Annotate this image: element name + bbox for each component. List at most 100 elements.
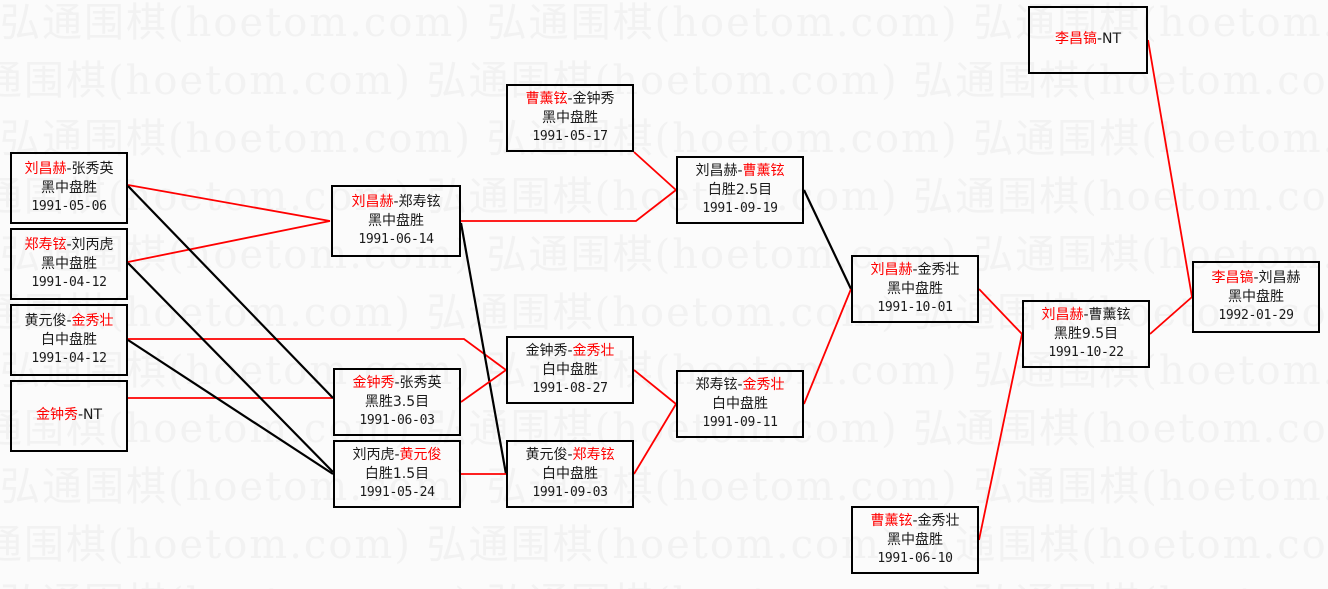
match-players: 金钟秀-NT <box>36 406 102 425</box>
match-result: 白胜2.5目 <box>707 182 773 199</box>
player-left: 黄元俊 <box>24 312 67 329</box>
player-right: 张秀英 <box>399 374 442 391</box>
player-right: 金钟秀 <box>572 90 615 107</box>
player-left: 李昌镐 <box>1054 31 1097 48</box>
match-box[interactable]: 李昌镐-NT <box>1028 6 1148 74</box>
player-right: 刘丙虎 <box>71 236 114 253</box>
match-date: 1991-05-17 <box>532 129 608 145</box>
match-date: 1991-06-10 <box>877 551 953 567</box>
player-left: 刘丙虎 <box>352 446 395 463</box>
match-players: 金钟秀-金秀壮 <box>525 342 614 361</box>
player-right: 郑寿铉 <box>398 193 441 210</box>
player-right: 郑寿铉 <box>572 446 615 463</box>
player-separator: - <box>567 90 573 107</box>
match-result: 白中盘胜 <box>712 396 768 413</box>
match-result: 白中盘胜 <box>542 466 598 483</box>
player-right: 刘昌赫 <box>1258 269 1301 286</box>
match-result: 黑胜9.5目 <box>1053 326 1119 343</box>
match-players: 李昌镐-刘昌赫 <box>1211 269 1300 288</box>
match-players: 金钟秀-张秀英 <box>352 374 441 393</box>
player-left: 郑寿铉 <box>695 376 738 393</box>
player-right: 金秀壮 <box>572 342 615 359</box>
player-separator: - <box>567 446 573 463</box>
match-box[interactable]: 金钟秀-NT <box>10 380 128 452</box>
match-players: 曹薰铉-金钟秀 <box>525 90 614 109</box>
match-date: 1991-10-22 <box>1048 345 1124 361</box>
player-right: NT <box>83 407 103 424</box>
match-box[interactable]: 黄元俊-郑寿铉白中盘胜 1991-09-03 <box>506 440 634 508</box>
player-separator: - <box>1253 269 1259 286</box>
match-date: 1991-10-01 <box>877 300 953 316</box>
match-players: 郑寿铉-刘丙虎 <box>24 236 113 255</box>
player-separator: - <box>912 261 918 278</box>
player-right: 金秀壮 <box>917 512 960 529</box>
player-left: 金钟秀 <box>352 374 395 391</box>
player-separator: - <box>77 407 84 424</box>
match-players: 刘昌赫-郑寿铉 <box>351 193 440 212</box>
player-left: 刘昌赫 <box>695 162 738 179</box>
match-players: 刘昌赫-金秀壮 <box>870 261 959 280</box>
match-date: 1991-09-03 <box>532 485 608 501</box>
player-left: 刘昌赫 <box>1041 306 1084 323</box>
match-result: 白中盘胜 <box>41 332 97 349</box>
match-result: 黑中盘胜 <box>41 180 97 197</box>
player-separator: - <box>737 376 743 393</box>
match-result: 黑中盘胜 <box>41 256 97 273</box>
player-left: 金钟秀 <box>525 342 568 359</box>
match-result: 白胜1.5目 <box>364 466 430 483</box>
player-separator: - <box>66 312 72 329</box>
match-players: 刘昌赫-曹薰铉 <box>695 162 784 181</box>
match-players: 李昌镐-NT <box>1055 30 1121 49</box>
match-date: 1991-04-12 <box>31 275 107 291</box>
match-date: 1991-05-24 <box>359 485 435 501</box>
player-separator: - <box>393 193 399 210</box>
player-left: 黄元俊 <box>525 446 568 463</box>
match-date: 1992-01-29 <box>1218 308 1294 324</box>
player-left: 金钟秀 <box>35 407 78 424</box>
player-left: 曹薰铉 <box>870 512 913 529</box>
player-separator: - <box>66 160 72 177</box>
player-right: 金秀壮 <box>71 312 114 329</box>
player-right: NT <box>1102 31 1122 48</box>
player-left: 郑寿铉 <box>24 236 67 253</box>
match-result: 黑中盘胜 <box>887 532 943 549</box>
player-separator: - <box>912 512 918 529</box>
player-left: 李昌镐 <box>1211 269 1254 286</box>
player-right: 金秀壮 <box>742 376 785 393</box>
match-result: 白中盘胜 <box>542 362 598 379</box>
player-left: 曹薰铉 <box>525 90 568 107</box>
match-result: 黑中盘胜 <box>1228 289 1284 306</box>
player-separator: - <box>567 342 573 359</box>
match-box[interactable]: 郑寿铉-金秀壮白中盘胜 1991-09-11 <box>676 370 804 438</box>
match-result: 黑胜3.5目 <box>364 394 430 411</box>
match-date: 1991-06-03 <box>359 413 435 429</box>
match-date: 1991-04-12 <box>31 351 107 367</box>
match-box[interactable]: 曹薰铉-金秀壮黑中盘胜 1991-06-10 <box>851 506 979 574</box>
player-separator: - <box>1083 306 1089 323</box>
match-date: 1991-09-11 <box>702 415 778 431</box>
player-separator: - <box>394 374 400 391</box>
match-players: 黄元俊-金秀壮 <box>24 312 113 331</box>
player-separator: - <box>737 162 743 179</box>
player-separator: - <box>66 236 72 253</box>
player-separator: - <box>1096 31 1103 48</box>
player-left: 刘昌赫 <box>351 193 394 210</box>
player-right: 曹薰铉 <box>742 162 785 179</box>
player-left: 刘昌赫 <box>870 261 913 278</box>
match-players: 刘昌赫-张秀英 <box>24 160 113 179</box>
player-separator: - <box>394 446 400 463</box>
